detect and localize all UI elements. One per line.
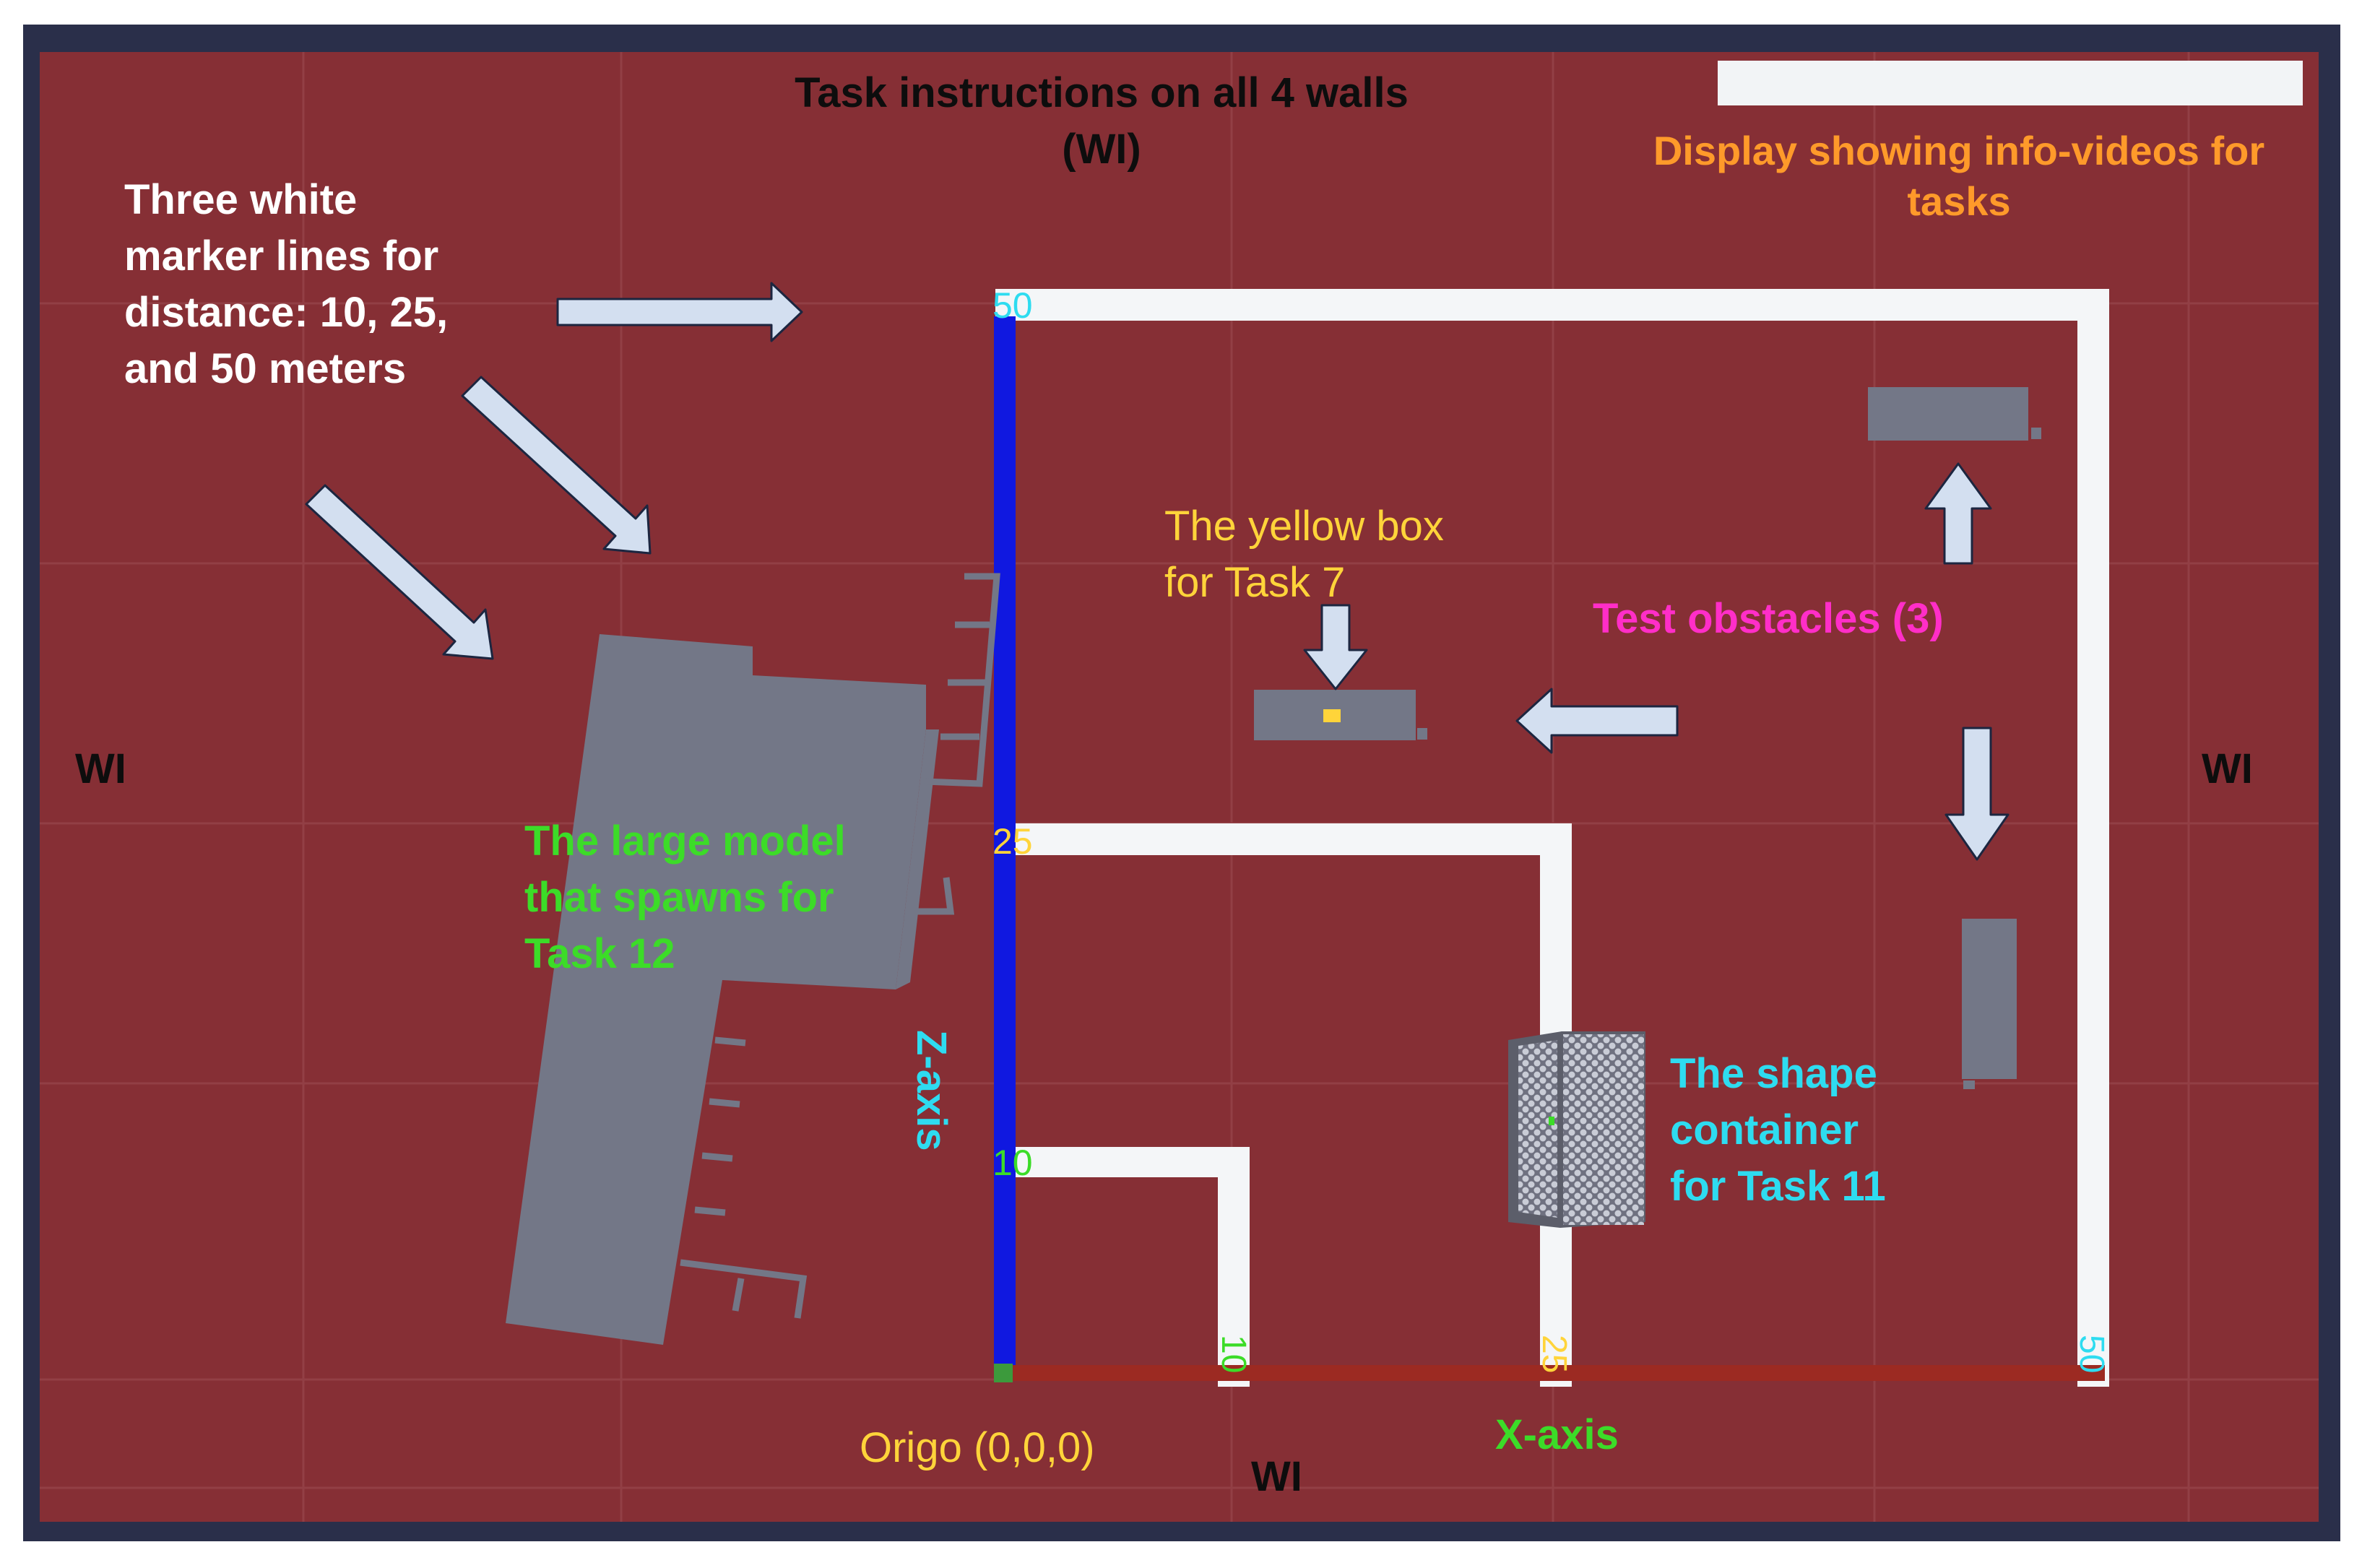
wall-instructions-bottom: WI (1251, 1453, 1302, 1500)
task-instructions-label: Task instructions on all 4 walls (795, 69, 1409, 116)
display-label: Display showing info-videos for (1653, 128, 2264, 173)
origo-label: Origo (0,0,0) (860, 1424, 1095, 1471)
display-label-line2: tasks (1907, 178, 2010, 224)
info-video-display (1718, 61, 2303, 105)
test-obstacle-top (1868, 387, 2028, 441)
marker-number-x-50: 50 (2072, 1335, 2111, 1373)
x-axis-line (1005, 1365, 2105, 1381)
arrow-up-icon (1924, 462, 1992, 565)
marker-lines-label-3: distance: 10, 25, (124, 289, 448, 336)
marker-number-x-10: 10 (1214, 1335, 1253, 1373)
arrow-down-right-icon-2 (305, 484, 494, 660)
arrows (305, 282, 2010, 861)
shape-container-label-2: container (1670, 1106, 1859, 1153)
marker-number-z-10: 10 (992, 1143, 1033, 1183)
marker-lines-label-1: Three white (124, 176, 357, 223)
shape-container-task-11 (1508, 1031, 1645, 1228)
large-model-label-1: The large model (524, 818, 846, 865)
large-model-label-2: that spawns for (524, 874, 834, 921)
wall-instructions-right: WI (2202, 745, 2253, 792)
test-obstacle-side (1962, 919, 2017, 1079)
z-axis-label: Z-axis (908, 1030, 955, 1151)
arrow-down-right-icon-1 (461, 376, 652, 555)
z-axis-line (994, 316, 1016, 1379)
arrow-left-icon (1515, 688, 1679, 754)
yellow-box-label-1: The yellow box (1164, 503, 1444, 550)
marker-lines-label-2: marker lines for (124, 233, 438, 280)
yellow-box-label-2: for Task 7 (1164, 559, 1345, 606)
arrow-down-icon-yellow-box (1303, 604, 1368, 690)
shape-container-label-1: The shape (1670, 1050, 1877, 1097)
large-model-label-3: Task 12 (524, 930, 675, 977)
marker-line-10 (995, 1147, 1250, 1387)
yellow-box-platform-nub (1417, 728, 1427, 740)
marker-number-z-50: 50 (992, 285, 1033, 326)
marker-number-z-25: 25 (992, 821, 1033, 862)
wall-instructions-left: WI (75, 745, 126, 792)
marker-lines-label-4: and 50 meters (124, 345, 406, 392)
test-obstacle-side-nub (1963, 1080, 1975, 1089)
large-model-struts (680, 573, 1000, 1319)
marker-line-50 (995, 289, 2109, 1387)
large-model-task-12 (506, 634, 939, 1345)
shape-container-label-3: for Task 11 (1670, 1163, 1886, 1210)
yellow-box (1323, 709, 1341, 722)
arrow-right-icon (556, 282, 803, 342)
origo-marker (994, 1364, 1013, 1382)
x-axis-label: X-axis (1495, 1411, 1619, 1458)
test-obstacle-top-nub (2031, 428, 2041, 439)
arrow-down-icon-obstacle (1944, 727, 2010, 861)
task-instructions-label-wi: (WI) (1062, 126, 1141, 173)
marker-number-x-25: 25 (1535, 1335, 1573, 1373)
test-obstacles-label: Test obstacles (3) (1593, 595, 1944, 642)
